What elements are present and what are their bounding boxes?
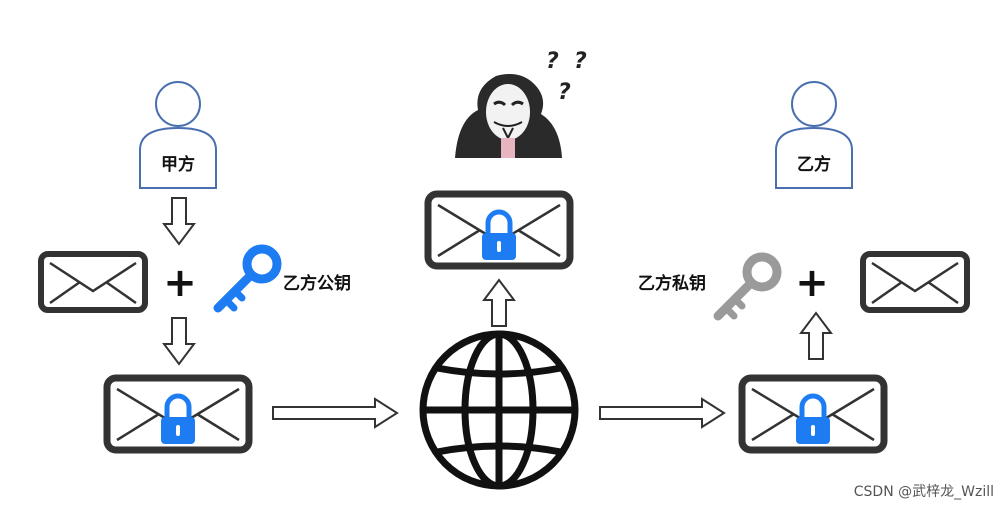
down-arrow-icon: [163, 197, 195, 245]
up-arrow-icon: [800, 312, 832, 360]
watermark: CSDN @武梓龙_Wzill: [854, 484, 994, 500]
up-arrow-icon: [483, 279, 515, 327]
right-arrow-icon: [272, 398, 398, 428]
locked-envelope-icon: [742, 378, 884, 450]
plain-envelope-icon: [41, 254, 145, 310]
plain-envelope-icon: [863, 254, 967, 310]
locked-envelope-icon: [107, 378, 249, 450]
private-key-icon: [718, 257, 777, 316]
sender-label: 甲方: [161, 154, 195, 175]
question-mark: ?: [558, 80, 571, 105]
locked-envelope-icon: [428, 194, 570, 266]
down-arrow-icon: [163, 317, 195, 365]
receiver-label: 乙方: [797, 154, 831, 175]
question-mark: ?: [574, 49, 587, 74]
public-key-label: 乙方公钥: [283, 273, 351, 294]
plus-sign: +: [163, 260, 197, 306]
question-mark: ?: [546, 49, 559, 74]
hacker-icon: [455, 74, 562, 158]
private-key-label: 乙方私钥: [638, 273, 706, 294]
globe-icon: [419, 330, 579, 490]
plus-sign: +: [795, 260, 829, 306]
public-key-icon: [218, 249, 277, 308]
right-arrow-icon: [599, 398, 725, 428]
